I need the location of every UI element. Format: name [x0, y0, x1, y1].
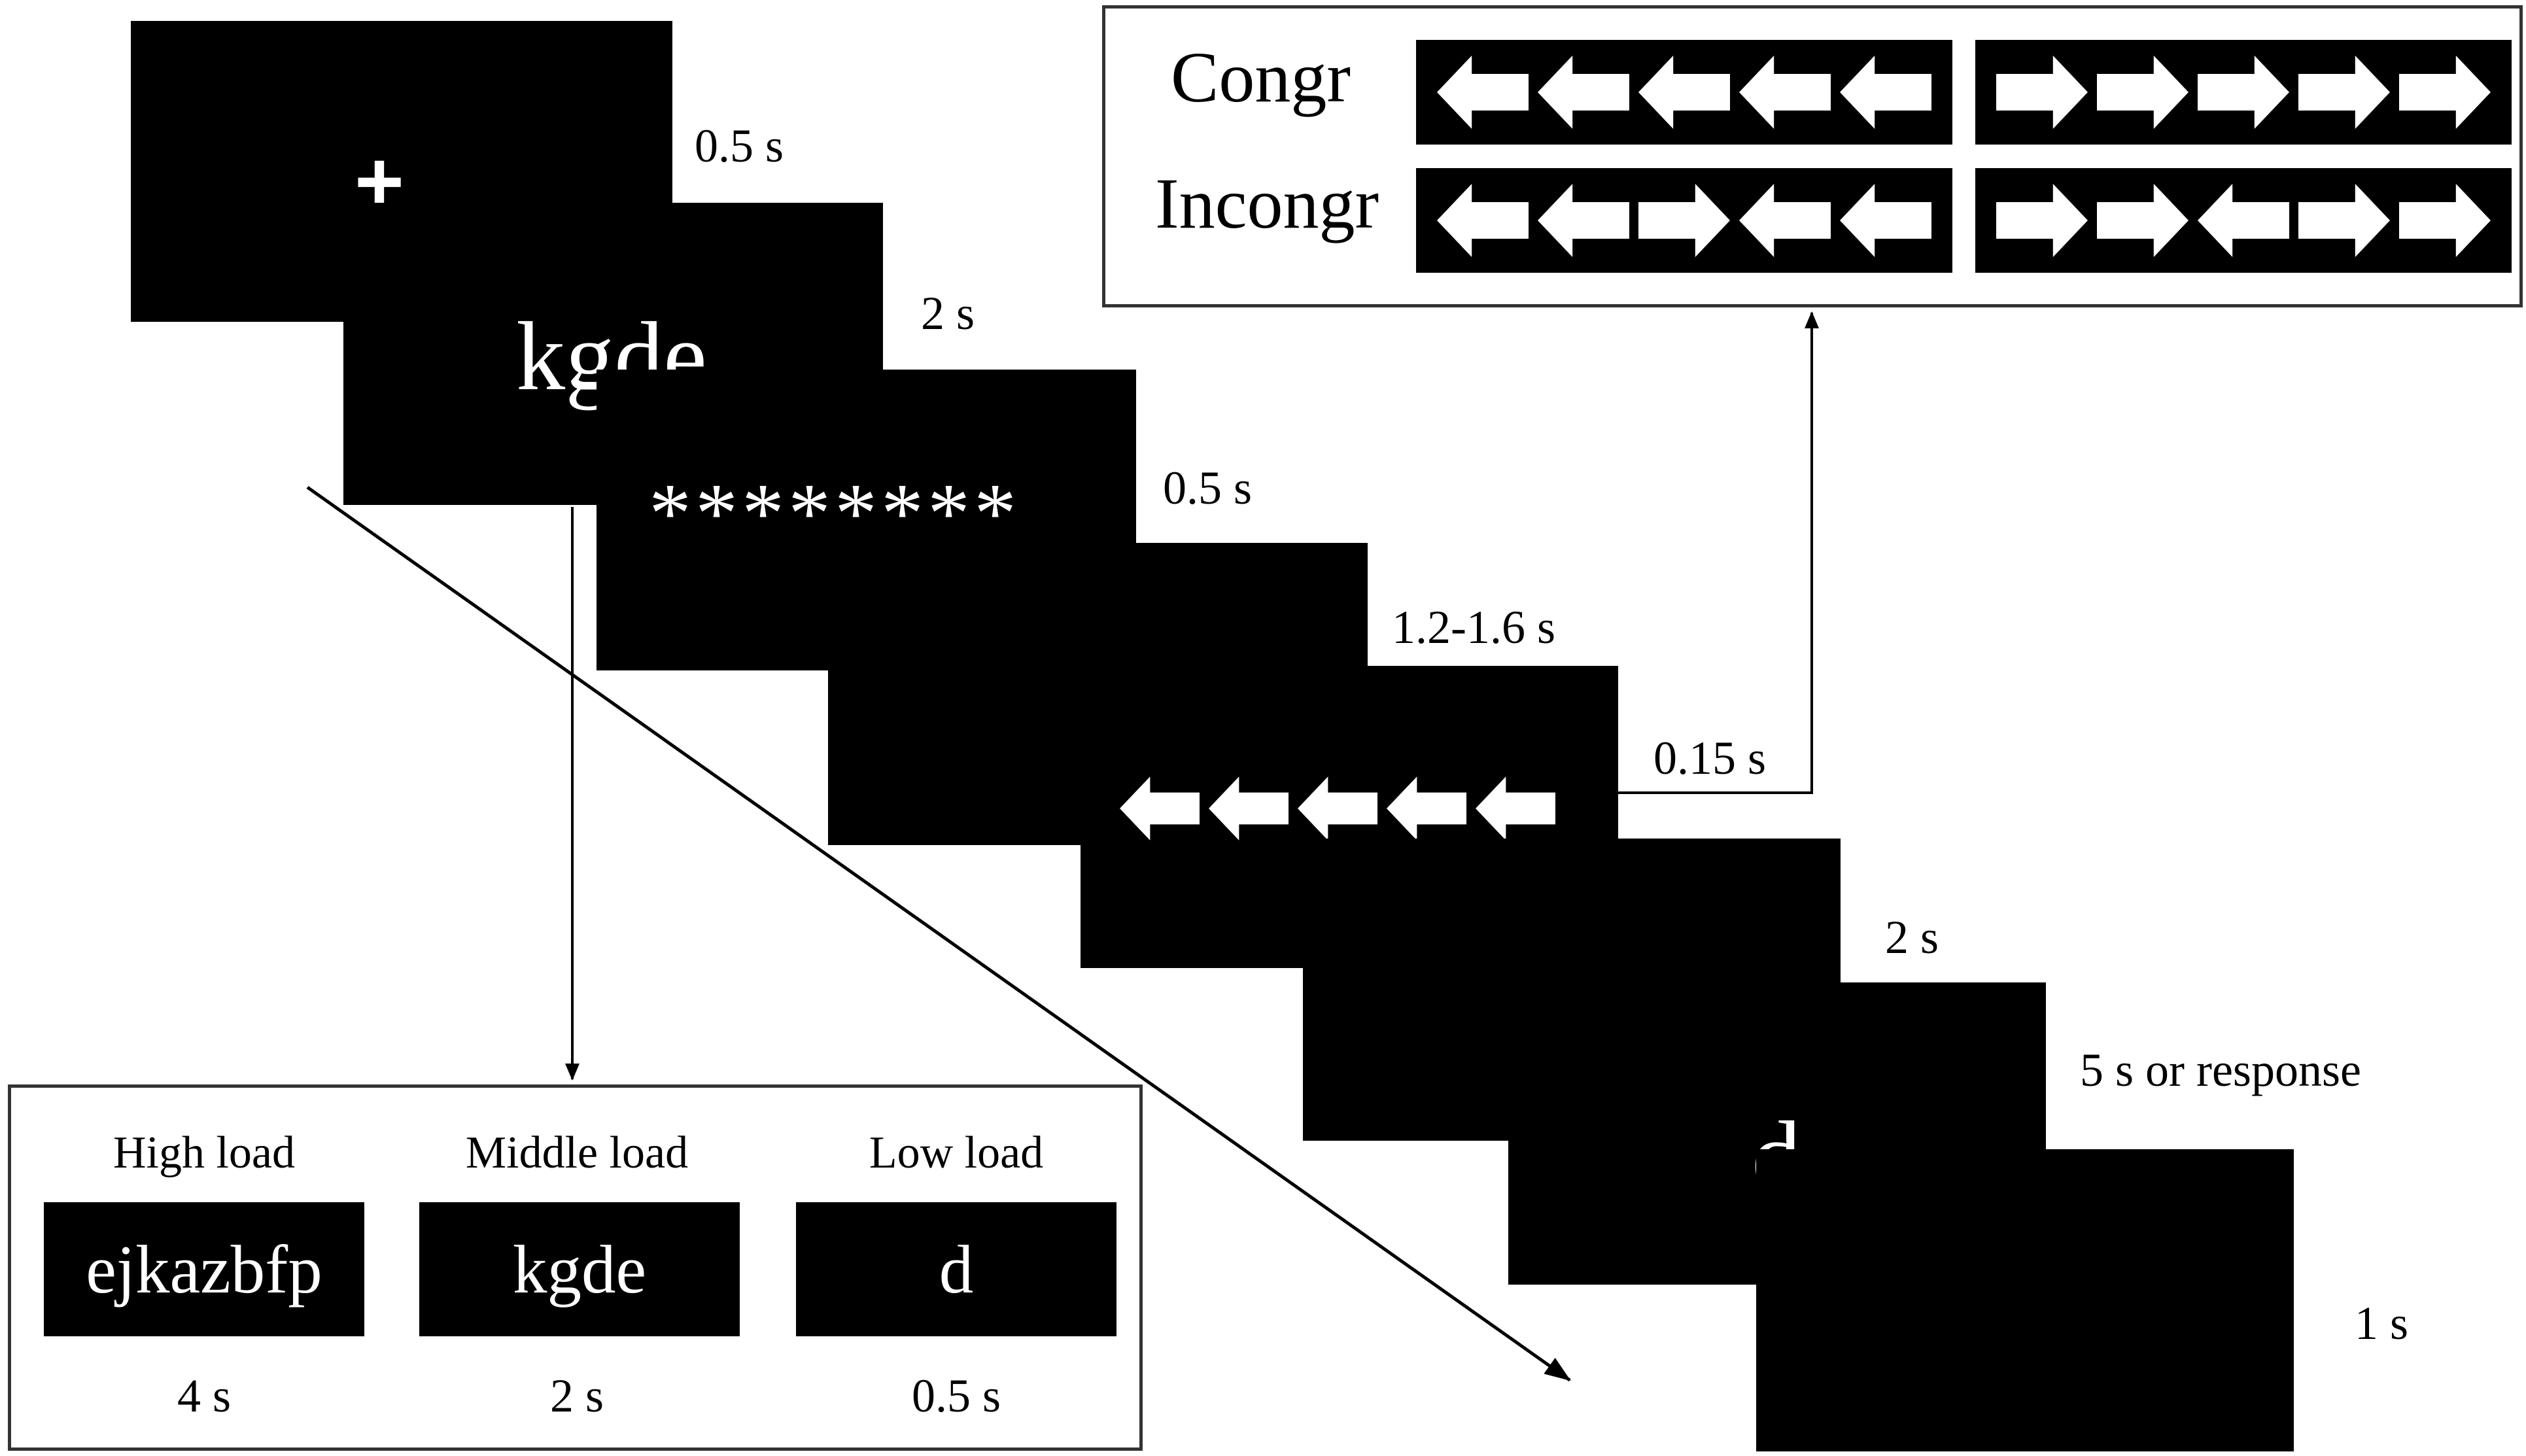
flanker-condition-panel: Congr Incongr — [1102, 5, 2523, 307]
incongruent-right-box — [1975, 168, 2512, 273]
right-arrow-icon — [1638, 184, 1730, 257]
left-arrow-icon — [1739, 56, 1831, 129]
duration-blank-2: 2 s — [1885, 911, 1939, 963]
flanker-arrows — [1120, 776, 1555, 841]
incongruent-label: Incongr — [1155, 164, 1379, 243]
left-arrow-icon — [1840, 56, 1931, 129]
duration-memory-set: 2 s — [921, 287, 975, 339]
left-arrow-icon — [1387, 776, 1466, 841]
congruent-left-box — [1416, 40, 1952, 145]
left-arrow-icon — [1476, 776, 1555, 841]
low-load-label: Low load — [869, 1128, 1044, 1178]
congruent-label: Congr — [1171, 37, 1351, 117]
left-arrow-icon — [2198, 184, 2289, 257]
high-load-label: High load — [112, 1128, 296, 1178]
right-arrow-icon — [2298, 184, 2390, 257]
right-arrow-icon — [1996, 56, 2088, 129]
time-axis-arrow — [306, 485, 1571, 1382]
low-load-box: d — [796, 1202, 1116, 1336]
duration-fixation: 0.5 s — [695, 120, 784, 172]
incongruent-left-box — [1416, 168, 1952, 273]
left-arrow-icon — [1120, 776, 1200, 841]
screen-iti — [1756, 1149, 2294, 1451]
right-arrow-icon — [2097, 56, 2189, 129]
middle-load-duration: 2 s — [549, 1370, 604, 1422]
high-load-box: ejkazbfp — [44, 1202, 364, 1336]
left-arrow-icon — [1437, 184, 1529, 257]
left-arrow-icon — [1298, 776, 1377, 841]
duration-flanker: 0.15 s — [1653, 732, 1767, 784]
left-arrow-icon — [1840, 184, 1931, 257]
duration-iti: 1 s — [2355, 1297, 2409, 1349]
middle-load-label: Middle load — [465, 1128, 689, 1178]
duration-probe: 5 s or response — [2080, 1044, 2361, 1096]
right-arrow-icon — [2399, 184, 2491, 257]
left-arrow-icon — [1437, 56, 1529, 129]
high-load-duration: 4 s — [177, 1370, 232, 1422]
low-load-duration: 0.5 s — [911, 1370, 1001, 1422]
left-arrow-icon — [1209, 776, 1289, 841]
right-arrow-icon — [2399, 56, 2491, 129]
right-arrow-icon — [1996, 184, 2088, 257]
flanker-to-panel-arrow — [1616, 311, 1819, 794]
duration-blank: 1.2-1.6 s — [1392, 601, 1555, 653]
right-arrow-icon — [2198, 56, 2289, 129]
right-arrow-icon — [2298, 56, 2390, 129]
left-arrow-icon — [1739, 184, 1831, 257]
low-load-letters: d — [939, 1231, 974, 1308]
duration-mask: 0.5 s — [1163, 462, 1253, 514]
left-arrow-icon — [1538, 56, 1629, 129]
memory-load-panel: High load ejkazbfp 4 s Middle load kgde … — [8, 1084, 1143, 1451]
left-arrow-icon — [1638, 56, 1730, 129]
high-load-letters: ejkazbfp — [86, 1231, 322, 1308]
middle-load-box: kgde — [419, 1202, 740, 1336]
right-arrow-icon — [2097, 184, 2189, 257]
congruent-right-box — [1975, 40, 2512, 145]
middle-load-letters: kgde — [512, 1231, 647, 1308]
left-arrow-icon — [1538, 184, 1629, 257]
